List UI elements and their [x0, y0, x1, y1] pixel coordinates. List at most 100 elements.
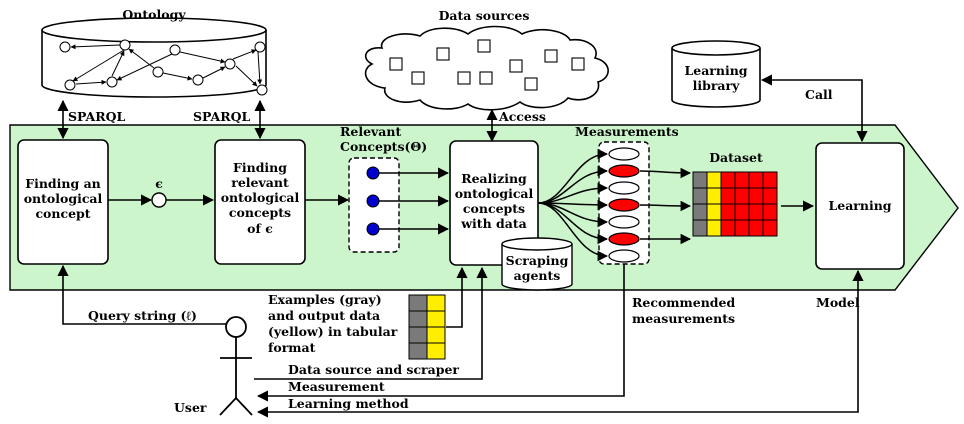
examples-cell	[426, 326, 446, 344]
call-label: Call	[805, 87, 833, 102]
data-source-square	[571, 57, 585, 71]
examples-cell	[426, 294, 446, 312]
query-string-label: Query string (ℓ)	[88, 308, 197, 323]
dataset-cell	[734, 187, 750, 205]
dataset-cell	[734, 203, 750, 221]
data-sources-label: Data sources	[439, 8, 530, 23]
data-source-square	[524, 77, 538, 91]
dataset-cell	[692, 203, 708, 221]
measurement-ellipse	[608, 147, 640, 161]
dataset-cell	[748, 203, 764, 221]
access-label: Access	[498, 109, 546, 124]
realizing-line-4: with data	[460, 216, 526, 231]
dataset-cell	[748, 187, 764, 205]
data-source-square	[411, 71, 425, 85]
examples-line-4: format	[268, 340, 316, 355]
dataset-cell	[748, 219, 764, 237]
epsilon-label: ϵ	[155, 176, 163, 191]
measurement-ellipse	[608, 232, 640, 246]
data-source-square	[509, 59, 523, 73]
dataset-cell	[706, 203, 722, 221]
realizing-line-3: concepts	[463, 201, 525, 216]
dataset-cell	[762, 187, 778, 205]
data-source-scraper-label: Data source and scraper	[288, 362, 459, 377]
scraping-label-2: agents	[514, 268, 561, 283]
measurements-label: Measurements	[575, 124, 679, 139]
finding-concept-line-2: ontological	[24, 191, 103, 206]
data-source-square	[457, 71, 471, 85]
finding-concept-line-1: Finding an	[25, 176, 101, 191]
examples-line-1: Examples (gray)	[268, 292, 382, 307]
dataset-cell	[692, 171, 708, 189]
finding-relevant-line-4: concepts	[229, 205, 291, 220]
relevant-concepts-label-1: Relevant	[340, 124, 401, 139]
finding-concept-box	[17, 139, 109, 265]
dataset-cell	[720, 171, 736, 189]
realize-to-measurement-arrow	[537, 202, 609, 262]
sparql-right-label: SPARQL	[193, 109, 250, 124]
measurement-to-dataset-arrow	[639, 200, 692, 212]
scraping-label-1: Scraping	[506, 253, 569, 268]
examples-cell	[426, 342, 446, 360]
measurement-to-dataset-arrow	[639, 167, 692, 179]
epsilon-node	[151, 192, 167, 208]
measurement-ellipse	[608, 164, 640, 178]
learning-label: Learning	[828, 198, 891, 213]
dataset-cell	[692, 187, 708, 205]
dataset-cell	[692, 219, 708, 237]
call-arrow	[760, 74, 868, 143]
relevant-concept-node	[366, 166, 380, 180]
sparql-left-label: SPARQL	[68, 109, 125, 124]
learning-method-arrow	[256, 269, 864, 418]
data-source-square	[436, 47, 450, 61]
dataset-cell	[734, 219, 750, 237]
data-source-square	[477, 39, 491, 53]
measurement-ellipses	[608, 147, 640, 263]
finding-relevant-line-3: ontological	[221, 190, 300, 205]
dataset-grid	[692, 171, 778, 237]
examples-cell	[426, 310, 446, 328]
ontology-label: Ontology	[122, 7, 186, 22]
examples-cell	[408, 294, 428, 312]
relevant-concepts-label-2: Concepts(Θ)	[340, 139, 427, 154]
dataset-cell	[706, 187, 722, 205]
measurement-arrows	[537, 148, 692, 262]
user-label: User	[174, 400, 207, 415]
learning-method-label: Learning method	[288, 396, 409, 411]
user-figure	[219, 316, 253, 416]
learning-box	[815, 142, 905, 270]
dataset-cell	[706, 219, 722, 237]
dataset-cell	[748, 171, 764, 189]
examples-grid	[408, 294, 446, 360]
measurement-ellipse	[608, 249, 640, 263]
learning-library-cylinder	[671, 40, 761, 108]
data-sources-cloud	[364, 25, 609, 111]
data-source-square	[479, 71, 493, 85]
measurement-ellipse	[608, 181, 640, 195]
learning-library-label-1: Learning	[684, 63, 747, 78]
finding-concept-line-3: concept	[35, 206, 90, 221]
finding-relevant-box	[214, 139, 306, 265]
finding-relevant-line-2: relevant	[231, 175, 289, 190]
dataset-cell	[762, 203, 778, 221]
relevant-concept-node	[366, 194, 380, 208]
dataset-cell	[720, 219, 736, 237]
learning-library-label-2: library	[693, 78, 741, 93]
finding-relevant-line-1: Finding	[233, 160, 287, 175]
relevant-concept-node	[366, 222, 380, 236]
dataset-cell	[734, 171, 750, 189]
dataset-cell	[720, 203, 736, 221]
measurement-ellipse	[608, 198, 640, 212]
ontology-cylinder	[41, 17, 268, 98]
recommended-line-2: measurements	[632, 311, 735, 326]
examples-line-3: (yellow) in tabular	[268, 324, 398, 339]
measurement-label: Measurement	[288, 379, 385, 394]
examples-cell	[408, 310, 428, 328]
measurement-ellipse	[608, 215, 640, 229]
dataset-cell	[762, 171, 778, 189]
examples-cell	[408, 342, 428, 360]
realizing-line-1: Realizing	[461, 171, 527, 186]
dataset-label: Dataset	[709, 150, 763, 165]
